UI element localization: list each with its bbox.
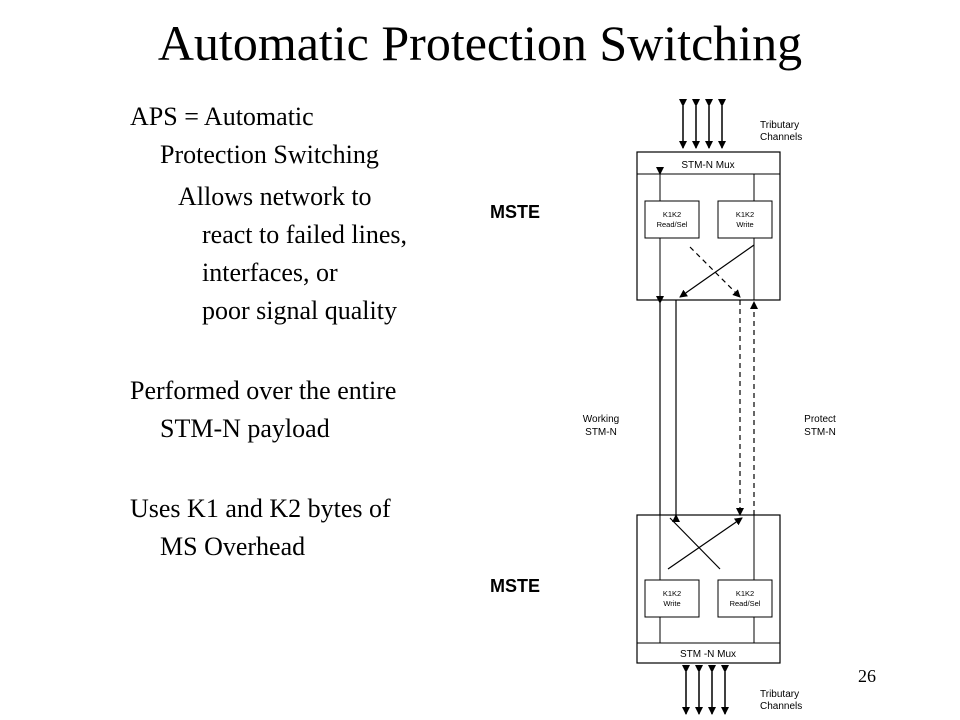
- top-left-box-label: K1K2: [663, 210, 681, 219]
- bottom-k1k2-write-box: [644, 579, 700, 618]
- mste-bottom-label: MSTE: [490, 576, 541, 596]
- tributary-top-label: Tributary: [760, 120, 799, 131]
- bottom-right-box-label: K1K2: [736, 589, 754, 598]
- bottom-k1k2-read-box: [717, 579, 773, 618]
- top-k1k2-write-box: [717, 200, 773, 239]
- top-tributary-arrows: [679, 99, 726, 149]
- page-number: 26: [858, 666, 876, 686]
- top-right-box-label: Write: [736, 220, 753, 229]
- bullet-text: poor signal quality: [202, 296, 397, 325]
- top-right-box-label: K1K2: [736, 210, 754, 219]
- bullet-aps-definition: APS = Automatic Protection Switching: [130, 98, 490, 174]
- working-label: Working: [583, 414, 620, 425]
- bottom-right-box-label: Read/Sel: [730, 599, 761, 608]
- working-line: [656, 296, 680, 522]
- bottom-mux-label: STM -N Mux: [680, 649, 736, 660]
- top-k1k2-read-box: [644, 200, 700, 239]
- bullet-payload: Performed over the entire STM-N payload: [130, 372, 490, 448]
- bullet-text: MS Overhead: [160, 532, 306, 561]
- bullet-text: Allows network to: [178, 182, 372, 211]
- mste-top-label: MSTE: [490, 202, 541, 222]
- working-label: STM-N: [585, 427, 617, 438]
- top-mux-label: STM-N Mux: [681, 160, 734, 171]
- tributary-bottom-label: Channels: [760, 701, 802, 712]
- tributary-bottom-label: Tributary: [760, 689, 799, 700]
- bullet-text: react to failed lines,: [202, 220, 408, 249]
- tributary-top-label: Channels: [760, 132, 802, 143]
- protect-label: Protect: [804, 414, 836, 425]
- top-left-box-label: Read/Sel: [657, 220, 688, 229]
- bullet-k1k2: Uses K1 and K2 bytes of MS Overhead: [130, 490, 490, 566]
- slide-title: Automatic Protection Switching: [157, 15, 803, 71]
- bullet-text: Performed over the entire: [130, 376, 397, 405]
- bullet-list: APS = Automatic Protection Switching All…: [130, 98, 490, 566]
- bottom-left-box-label: Write: [663, 599, 680, 608]
- bottom-tributary-arrows: [682, 665, 729, 715]
- bullet-text: Protection Switching: [160, 140, 379, 169]
- bullet-text: interfaces, or: [202, 258, 338, 287]
- bullet-text: STM-N payload: [160, 414, 330, 443]
- sub-bullet-purpose: Allows network to react to failed lines,…: [178, 178, 490, 330]
- protect-label: STM-N: [804, 427, 836, 438]
- protect-line: [736, 300, 758, 516]
- bullet-text: Uses K1 and K2 bytes of: [130, 494, 391, 523]
- bottom-left-box-label: K1K2: [663, 589, 681, 598]
- bullet-text: APS = Automatic: [130, 102, 314, 131]
